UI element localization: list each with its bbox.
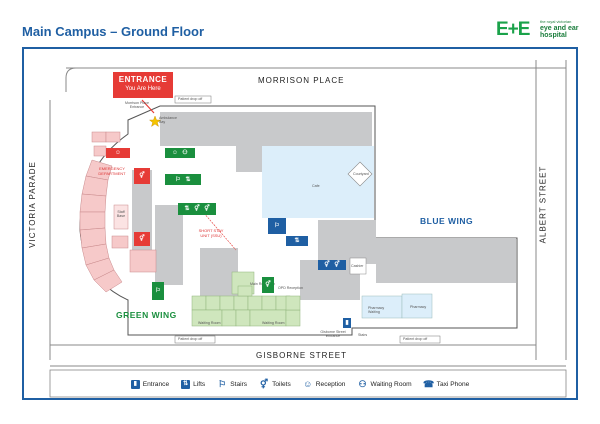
legend-label: Taxi Phone xyxy=(436,380,470,388)
ambulance-bay-label: Ambulance Bay xyxy=(159,116,177,124)
courtyard-label: Courtyard xyxy=(353,172,369,176)
entrance-callout: ENTRANCE You Are Here xyxy=(113,72,173,98)
legend-label: Entrance xyxy=(142,380,170,388)
emergency-ward xyxy=(79,131,157,293)
logo-line-2: eye and ear xyxy=(540,25,579,32)
green-wing-label: GREEN WING xyxy=(116,310,177,320)
legend-item-waiting-room: ⚇ Waiting Room xyxy=(357,378,412,389)
green-rooms xyxy=(191,271,301,327)
gisborne-entrance-label: Gisborne Street Entrance xyxy=(320,330,346,338)
legend-label: Waiting Room xyxy=(370,380,412,388)
waiting-room-icon: ⚇ xyxy=(358,378,367,389)
cafe-label: Cafe xyxy=(312,184,320,188)
legend-item-toilets: ⚥ Toilets xyxy=(259,378,291,389)
toilets-tag-blue: ⚥⚥ xyxy=(318,260,346,270)
toilet-tag-1: ⚥ xyxy=(134,168,150,184)
reception-icon: ☺ xyxy=(303,378,313,389)
staff-base-label: Staff Base xyxy=(116,210,126,218)
stairs-icon: ⚐ xyxy=(218,378,227,389)
grey-area-north xyxy=(160,112,372,146)
entrance-title: ENTRANCE xyxy=(118,75,168,84)
legend-label: Stairs xyxy=(230,380,248,388)
emergency-label: EMERGENCY DEPARTMENT xyxy=(98,166,126,176)
cashier-label: Cashier xyxy=(351,264,364,268)
page-title: Main Campus – Ground Floor xyxy=(22,24,205,39)
entrance-tag-gisborne: ▮ xyxy=(343,318,351,328)
patient-dropoff-north-label: Patient drop off xyxy=(178,97,203,101)
legend-label: Reception xyxy=(315,380,346,388)
stairs-tag-blue: ⚐ xyxy=(268,218,286,234)
stairs-lift-tag: ⚐⇅ xyxy=(165,174,201,185)
you-are-here-star xyxy=(148,115,162,128)
morrison-entrance-label: Morrison Place Entrance xyxy=(125,101,149,109)
legend-label: Toilets xyxy=(272,380,291,388)
legend-item-reception: ☺ Reception xyxy=(303,378,346,389)
toilet-tag-green: ⚥ xyxy=(262,277,274,293)
logo-mark: E+E xyxy=(496,19,530,40)
short-stay-label: SHORT STAY UNIT (SSU) xyxy=(198,228,224,238)
legend-label: Lifts xyxy=(193,380,206,388)
hospital-logo: E+E the royal victorian eye and ear hosp… xyxy=(496,17,580,43)
waiting-room-left-label: Waiting Room xyxy=(198,321,221,325)
patient-dropoff-south-right-label: Patient drop off xyxy=(403,337,428,341)
courtyard-diamond xyxy=(347,161,373,187)
logo-line-1: the royal victorian xyxy=(540,19,572,24)
you-are-here-label: You Are Here xyxy=(125,86,161,92)
stairs-label: Stairs xyxy=(358,333,368,337)
stairs-tag-green: ⚐ xyxy=(152,282,164,300)
legend-item-entrance: ▮ Entrance xyxy=(130,379,170,389)
legend-item-taxi-phone: ☎ Taxi Phone xyxy=(423,378,470,389)
reception-tag-emergency: ☺ xyxy=(106,148,130,158)
logo-line-3: hospital xyxy=(540,32,567,39)
street-south: GISBORNE STREET xyxy=(256,351,348,360)
pharmacy-waiting-label: Pharmacy Waiting xyxy=(368,306,385,314)
lift-toilet-tag: ⇅⚥⚥ xyxy=(178,203,216,215)
street-north: MORRISON PLACE xyxy=(258,76,345,85)
waiting-room-right-label: Waiting Room xyxy=(262,321,285,325)
lift-tag-blue: ⇅ xyxy=(286,236,308,246)
reception-tag-north: ☺⚇ xyxy=(165,148,195,158)
lifts-icon: ⇅ xyxy=(181,379,191,389)
legend-item-stairs: ⚐ Stairs xyxy=(217,378,248,389)
logo-text: the royal victorian eye and ear hospital xyxy=(540,19,580,39)
cafe-area xyxy=(262,146,374,218)
opd-reception-label: OPD Reception xyxy=(278,286,303,290)
street-west: VICTORIA PARADE xyxy=(27,161,37,248)
toilets-icon: ⚥ xyxy=(260,378,269,389)
entrance-icon: ▮ xyxy=(130,379,140,389)
patient-dropoff-south-left-label: Patient drop off xyxy=(178,337,203,341)
blue-wing-label: BLUE WING xyxy=(420,216,474,226)
street-east: ALBERT STREET xyxy=(538,165,548,244)
pharmacy-label: Pharmacy xyxy=(410,305,427,309)
toilet-tag-2: ⚥ xyxy=(134,232,150,246)
map-legend: ▮ Entrance ⇅ Lifts ⚐ Stairs ⚥ Toilets ☺ … xyxy=(36,372,564,396)
legend-item-lifts: ⇅ Lifts xyxy=(181,379,206,389)
taxi-phone-icon: ☎ xyxy=(423,378,435,389)
